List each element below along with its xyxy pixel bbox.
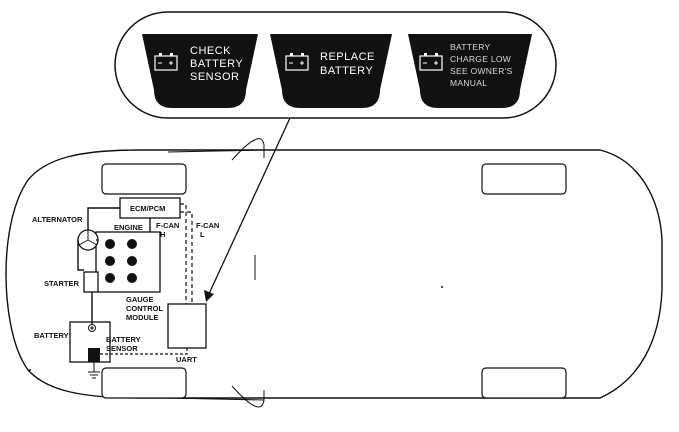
ground-icon [88, 362, 100, 379]
wiring [77, 203, 193, 355]
gauge-label-1: GAUGE [126, 295, 154, 304]
alternator-label: ALTERNATOR [32, 215, 83, 224]
battery-sensor-block [88, 348, 100, 362]
battery-terminal-icon [88, 324, 96, 332]
indicator-3-line-3: SEE OWNER'S [450, 66, 513, 76]
battery-sensor-label-2: SENSOR [106, 344, 138, 353]
engine-cylinders [105, 239, 137, 283]
indicator-2-line-1: REPLACE [320, 51, 375, 63]
fcan-h-label-2: H [160, 230, 165, 239]
indicator-1-line-1: CHECK [190, 45, 231, 57]
wheel-rear-right [481, 367, 567, 399]
fcan-l-label-2: L [200, 230, 205, 239]
indicator-3-line-1: BATTERY [450, 42, 491, 52]
alternator [77, 229, 99, 251]
indicator-3-line-4: MANUAL [450, 78, 487, 88]
battery-label: BATTERY [34, 331, 69, 340]
indicator-check-battery-sensor: CHECK BATTERY SENSOR [142, 34, 258, 108]
indicator-replace-battery: REPLACE BATTERY [270, 34, 392, 108]
starter-box [83, 271, 99, 293]
ecm-pcm-label: ECM/PCM [130, 204, 165, 213]
gauge-label-3: MODULE [126, 313, 159, 322]
gauge-control-module-box [167, 303, 207, 349]
starter-label: STARTER [44, 279, 79, 288]
wheel-front-left [101, 163, 187, 195]
indicator-battery-charge-low: BATTERY CHARGE LOW SEE OWNER'S MANUAL [408, 34, 532, 108]
car-body-outline [5, 138, 663, 408]
uart-label: UART [176, 355, 197, 364]
fcan-h-label-1: F-CAN [156, 221, 179, 230]
gauge-label-2: CONTROL [126, 304, 163, 313]
indicator-3-line-2: CHARGE LOW [450, 54, 511, 64]
wheel-rear-left [481, 163, 567, 195]
fcan-l-label-1: F-CAN [196, 221, 219, 230]
engine-label: ENGINE [114, 223, 143, 232]
callout-pointer-arrow [204, 117, 291, 302]
battery-icon [154, 53, 178, 71]
indicator-1-line-2: BATTERY [190, 58, 243, 70]
battery-icon [419, 53, 443, 71]
wheel-front-right [101, 367, 187, 399]
battery-icon [285, 53, 309, 71]
battery-sensor-label-1: BATTERY [106, 335, 141, 344]
indicator-1-line-3: SENSOR [190, 71, 239, 83]
indicator-2-line-2: BATTERY [320, 65, 373, 77]
